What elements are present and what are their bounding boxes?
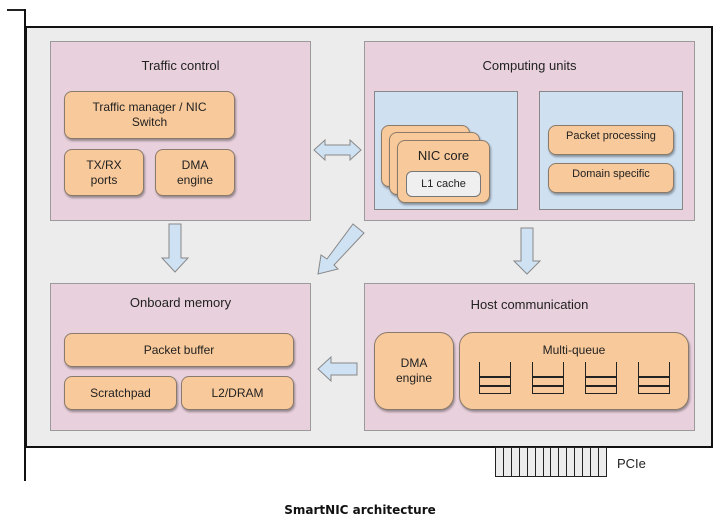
txrx-ports-block: TX/RX ports — [64, 149, 144, 196]
traffic-manager-label: Traffic manager / NIC Switch — [92, 100, 207, 129]
pcie-pin — [575, 448, 584, 476]
pcie-pin — [591, 448, 599, 476]
arrow-traffic-to-memory — [160, 223, 190, 273]
l1-cache-label: L1 cache — [421, 178, 466, 190]
packet-processing-label: Packet processing — [566, 130, 656, 142]
tc-dma-engine-label: DMA engine — [176, 157, 214, 187]
queue-slot-line — [639, 376, 669, 378]
queue-slot-line — [480, 385, 510, 387]
scratchpad-block: Scratchpad — [64, 376, 177, 410]
queue-slot-line — [533, 376, 563, 378]
pcie-pin — [496, 448, 504, 476]
multi-queue-label: Multi-queue — [542, 343, 606, 357]
pcie-pin — [551, 448, 560, 476]
diagram-caption: SmartNIC architecture — [284, 503, 436, 517]
arrow-host-to-memory — [317, 355, 358, 383]
l2-dram-block: L2/DRAM — [181, 376, 294, 410]
queue-slot-line — [480, 376, 510, 378]
queue-icon — [585, 362, 617, 394]
queue-icon — [532, 362, 564, 394]
txrx-ports-label: TX/RX ports — [86, 157, 122, 187]
packet-processing-block: Packet processing — [548, 125, 674, 155]
queue-slot-line — [586, 385, 616, 387]
pcie-pin — [504, 448, 512, 476]
packet-buffer-block: Packet buffer — [64, 333, 294, 367]
nic-core-label: NIC core — [417, 148, 470, 163]
queue-slot-line — [586, 376, 616, 378]
pcie-connector — [495, 447, 607, 477]
pcie-pin — [536, 448, 544, 476]
l2-dram-label: L2/DRAM — [211, 385, 264, 400]
pcie-pin — [544, 448, 552, 476]
hc-dma-engine-label: DMA engine — [395, 356, 433, 385]
pcie-pin — [583, 448, 592, 476]
onboard-memory-title: Onboard memory — [129, 295, 232, 310]
bracket-top — [7, 9, 26, 11]
bidirectional-arrow — [313, 138, 362, 162]
queue-slot-line — [639, 385, 669, 387]
pcie-pin — [520, 448, 528, 476]
packet-buffer-label: Packet buffer — [143, 342, 215, 357]
tc-dma-engine-block: DMA engine — [155, 149, 235, 196]
pcie-pin — [559, 448, 568, 476]
multi-queue-block: Multi-queue — [459, 332, 689, 410]
pcie-pin — [528, 448, 536, 476]
queue-slot-line — [533, 385, 563, 387]
pcie-label: PCIe — [617, 456, 646, 471]
pcie-pin — [512, 448, 520, 476]
domain-specific-block: Domain specific — [548, 163, 674, 193]
traffic-manager-block: Traffic manager / NIC Switch — [64, 91, 235, 139]
computing-units-title: Computing units — [482, 58, 577, 73]
queue-icon — [638, 362, 670, 394]
arrow-computing-to-host — [512, 227, 542, 275]
pcie-pin — [567, 448, 576, 476]
domain-specific-label: Domain specific — [572, 168, 650, 180]
hc-dma-engine-block: DMA engine — [374, 332, 454, 410]
pcie-pin — [599, 448, 606, 476]
scratchpad-label: Scratchpad — [90, 385, 151, 400]
traffic-control-title: Traffic control — [141, 58, 220, 73]
queue-icon — [479, 362, 511, 394]
host-communication-title: Host communication — [470, 297, 589, 312]
l1-cache-block: L1 cache — [406, 171, 481, 197]
arrow-computing-to-memory — [317, 223, 365, 275]
